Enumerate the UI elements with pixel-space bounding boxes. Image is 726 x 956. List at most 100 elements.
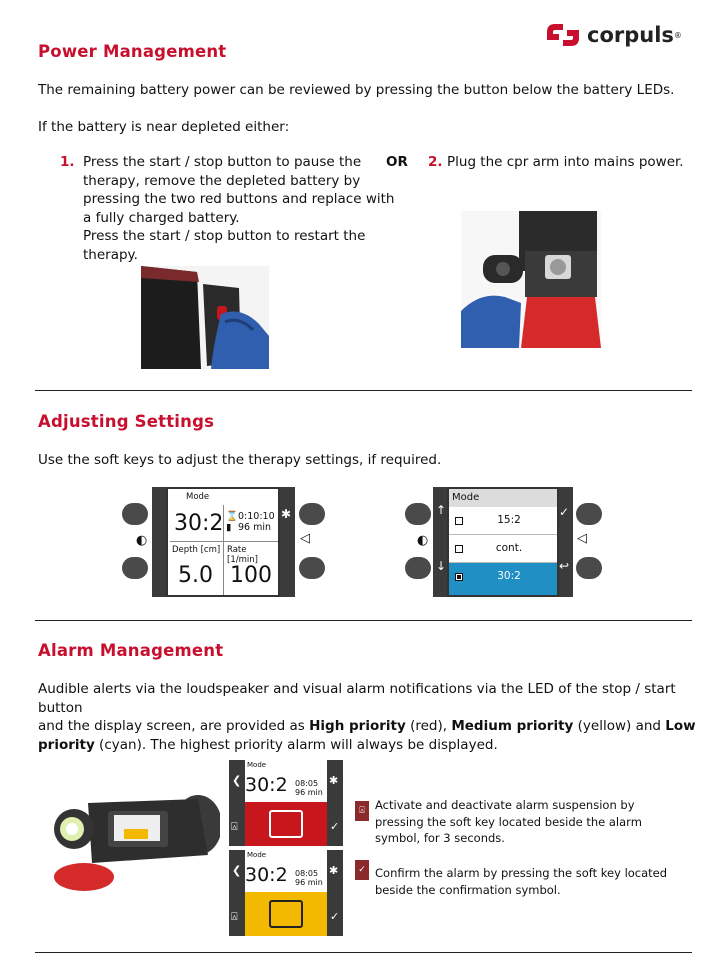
alarm-intro-line: and the display screen, are provided as … xyxy=(38,718,696,734)
alarm-screen-top: Mode 30:2 08:05 96 min xyxy=(245,850,327,892)
depth-label: Depth [cm] xyxy=(172,545,221,555)
battery-time: 96 min xyxy=(238,522,272,533)
soft-key-bottom-right[interactable] xyxy=(576,557,602,579)
battery-icon: ▮ xyxy=(226,522,232,533)
confirm-check-icon: ✓ xyxy=(559,505,570,519)
settings-intro: Use the soft keys to adjust the therapy … xyxy=(38,452,442,468)
device-handle-photo xyxy=(48,785,220,895)
power-heading: Power Management xyxy=(38,42,227,61)
alarm-suspend-icon[interactable]: ⍓ xyxy=(231,910,238,923)
alarm-screen-medium-priority: Mode 30:2 08:05 96 min ⍓ ✓ ❮ ✱ xyxy=(229,850,343,936)
menu-option-selected[interactable]: 30:2 xyxy=(449,563,557,595)
alarm-suspend-icon[interactable]: ⍓ xyxy=(231,820,238,833)
gear-icon: ✱ xyxy=(329,774,339,787)
section-divider xyxy=(35,620,692,621)
chevron-left-icon: ❮ xyxy=(232,864,242,877)
contrast-icon: ◐ xyxy=(417,533,429,548)
right-key-rail xyxy=(279,487,295,597)
callout-line: pressing the soft key located beside the… xyxy=(375,814,642,829)
alarm-screen-high-priority: Mode 30:2 08:05 96 min ⍓ ✓ ❮ ✱ xyxy=(229,760,343,846)
callout-confirm-alarm: Confirm the alarm by pressing the soft k… xyxy=(375,865,695,898)
section-divider xyxy=(35,952,692,953)
confirm-marker-icon: ✓ xyxy=(355,860,369,880)
left-key-rail xyxy=(433,487,449,597)
menu-option[interactable]: 15:2 xyxy=(449,507,557,535)
or-label: OR xyxy=(386,154,408,170)
section-divider xyxy=(35,390,692,391)
soft-key-top-right[interactable] xyxy=(299,503,325,525)
mode-label: Mode xyxy=(247,761,267,769)
timer: 08:05 xyxy=(295,779,319,788)
menu-title: Mode xyxy=(452,492,480,503)
alarm-pictogram xyxy=(269,900,303,928)
step1-line: pressing the two red buttons and replace… xyxy=(83,191,395,207)
callout-alarm-suspension: Activate and deactivate alarm suspension… xyxy=(375,797,675,847)
option-checkbox xyxy=(455,545,463,553)
battery-time: 96 min xyxy=(295,788,323,797)
volume-icon: ◁ xyxy=(577,531,587,546)
contrast-icon: ◐ xyxy=(136,533,148,548)
mode-label: Mode xyxy=(247,851,267,859)
alarm-screen-top: Mode 30:2 08:05 96 min xyxy=(245,760,327,802)
right-key-rail xyxy=(557,487,573,597)
menu-option[interactable]: cont. xyxy=(449,535,557,563)
soft-key-top-left[interactable] xyxy=(405,503,431,525)
soft-key-top-left[interactable] xyxy=(122,503,148,525)
alarm-banner-yellow xyxy=(245,892,327,936)
mode-menu-device: ◐ ◁ ↑ ↓ ✓ ↩ Mode 15:2 cont. 30:2 xyxy=(405,487,602,597)
depth-value: 5.0 xyxy=(178,563,213,588)
alarm-suspend-marker-icon: ⍓ xyxy=(355,801,369,821)
soft-key-bottom-left[interactable] xyxy=(405,557,431,579)
battery-replacement-photo xyxy=(141,266,269,369)
confirm-check-icon[interactable]: ✓ xyxy=(330,910,340,923)
option-label: 30:2 xyxy=(497,570,521,582)
mode-menu-screen: Mode 15:2 cont. 30:2 xyxy=(447,487,559,597)
option-checkbox xyxy=(455,517,463,525)
screen-v-divider xyxy=(223,505,224,595)
corpuls-logo: corpuls® xyxy=(543,20,682,50)
power-condition: If the battery is near depleted either: xyxy=(38,119,290,135)
confirm-check-icon[interactable]: ✓ xyxy=(330,820,340,833)
settings-heading: Adjusting Settings xyxy=(38,412,215,431)
alarm-intro-line: Audible alerts via the loudspeaker and v… xyxy=(38,681,676,716)
arrow-up-icon: ↑ xyxy=(436,503,447,517)
hourglass-icon: ⌛ xyxy=(226,511,238,522)
power-intro: The remaining battery power can be revie… xyxy=(38,82,675,98)
alarm-heading: Alarm Management xyxy=(38,641,224,660)
step1-number: 1. xyxy=(60,154,75,170)
therapy-timer: 0:10:10 xyxy=(238,511,275,522)
chevron-left-icon: ❮ xyxy=(232,774,242,787)
mode-value: 30:2 xyxy=(245,774,288,796)
callout-line: Activate and deactivate alarm suspension… xyxy=(375,798,635,812)
callout-line: Confirm the alarm by pressing the soft k… xyxy=(375,866,668,880)
step1-line: therapy, remove the depleted battery by xyxy=(83,172,361,189)
rate-value: 100 xyxy=(230,563,272,588)
alarm-intro-line: priority (cyan). The highest priority al… xyxy=(38,736,498,753)
timer: 08:05 xyxy=(295,869,319,878)
rate-label: Rate [1/min] xyxy=(227,545,258,565)
alarm-banner-red xyxy=(245,802,327,846)
step1-line: Press the start / stop button to pause t… xyxy=(83,154,362,170)
corpuls-logo-icon xyxy=(547,24,579,46)
option-checkbox-selected xyxy=(455,573,463,581)
step1-text: Press the start / stop button to pause t… xyxy=(83,153,413,264)
option-label: cont. xyxy=(495,542,523,554)
screen-h-divider xyxy=(170,541,278,542)
soft-key-bottom-right[interactable] xyxy=(299,557,325,579)
callout-line: beside the confirmation symbol. xyxy=(375,882,561,897)
logo-text: corpuls xyxy=(587,23,674,47)
menu-title-bar: Mode xyxy=(449,489,557,507)
mode-value: 30:2 xyxy=(245,864,288,886)
step2-number: 2. xyxy=(428,154,443,170)
left-key-rail xyxy=(152,487,168,597)
gear-icon: ✱ xyxy=(281,507,292,521)
battery-time: 96 min xyxy=(295,878,323,887)
soft-key-bottom-left[interactable] xyxy=(122,557,148,579)
step1-line: Press the start / stop button to restart… xyxy=(83,228,366,263)
soft-key-top-right[interactable] xyxy=(576,503,602,525)
step2-text: Plug the cpr arm into mains power. xyxy=(447,154,684,170)
logo-registered: ® xyxy=(673,30,682,40)
arrow-down-icon: ↓ xyxy=(436,559,447,573)
alarm-pictogram xyxy=(269,810,303,838)
volume-icon: ◁ xyxy=(300,531,310,546)
